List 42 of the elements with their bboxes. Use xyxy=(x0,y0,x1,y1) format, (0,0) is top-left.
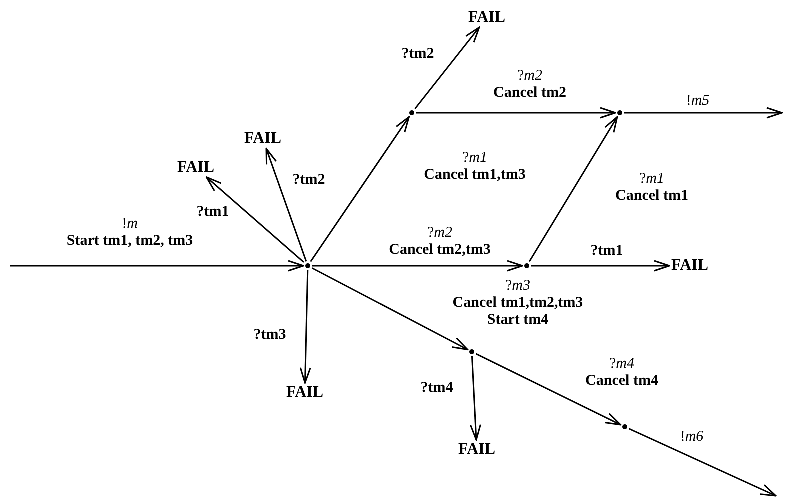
edge-label: ?m1 Cancel tm1,tm3 xyxy=(424,150,526,184)
arrow xyxy=(414,26,480,110)
edge-label: ?m4 Cancel tm4 xyxy=(586,356,658,390)
edge-label: ?tm1 xyxy=(590,243,624,260)
edge-label: !m Start tm1, tm2, tm3 xyxy=(66,216,194,250)
edge-label: ?tm2 xyxy=(292,172,326,189)
arrow xyxy=(532,260,670,272)
arrow xyxy=(312,260,524,272)
edge-label: ?tm4 xyxy=(420,380,454,397)
fail-state-label: FAIL xyxy=(458,442,496,458)
arrow xyxy=(10,260,304,272)
arrow xyxy=(266,148,308,262)
edge-label: ?m2 Cancel tm2 xyxy=(494,68,566,102)
fail-state-label: FAIL xyxy=(671,258,709,274)
arrow xyxy=(476,353,622,426)
fail-state-label: FAIL xyxy=(468,10,506,26)
arrow xyxy=(528,116,618,262)
edge-label: ?m1 Cancel tm1 xyxy=(616,171,688,205)
state-point xyxy=(410,110,414,116)
fail-state-label: FAIL xyxy=(286,385,324,401)
state-point xyxy=(524,264,530,268)
state-point xyxy=(306,264,310,268)
arrow xyxy=(629,428,777,497)
fail-state-label: FAIL xyxy=(177,160,215,176)
arrow xyxy=(470,356,482,441)
edge-label: ?m2 Cancel tm2,tm3 xyxy=(389,225,491,259)
arrow xyxy=(624,107,783,119)
state-point xyxy=(470,350,474,354)
state-point xyxy=(622,424,628,430)
edge-label: ?tm2 xyxy=(402,46,434,63)
fail-state-label: FAIL xyxy=(244,131,282,147)
state-point xyxy=(618,110,622,116)
arrow xyxy=(206,176,304,264)
arrow xyxy=(416,107,616,119)
edge-label: !m5 xyxy=(686,93,710,110)
arrow xyxy=(300,270,312,384)
edge-label: ?tm3 xyxy=(254,327,286,344)
arrow xyxy=(312,268,468,350)
edge-label: !m6 xyxy=(680,429,704,446)
edge-label: ?tm1 xyxy=(196,204,230,221)
arrow xyxy=(310,116,410,262)
edge-label: ?m3 Cancel tm1,tm2,tm3 Start tm4 xyxy=(452,278,584,329)
